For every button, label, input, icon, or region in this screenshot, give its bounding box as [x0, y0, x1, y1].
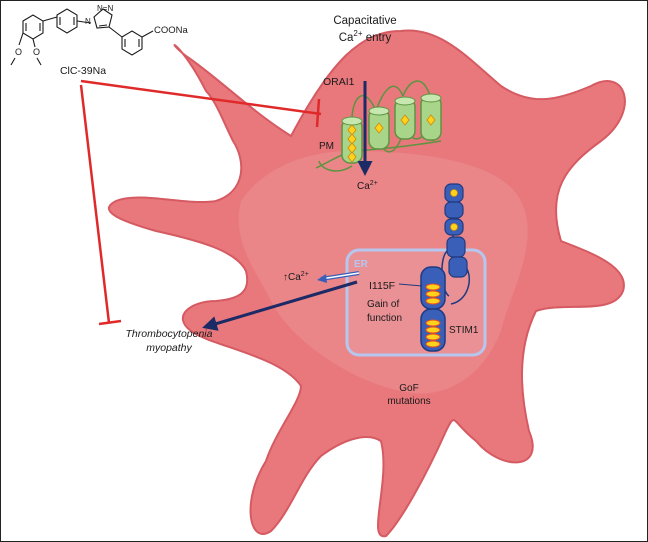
calcium-inflow-label: Ca2+ — [357, 180, 378, 192]
triazole-nn-top: N=N — [97, 4, 113, 13]
inhibition-to-orai1 — [80, 79, 322, 128]
calcium-release-arrow — [317, 271, 360, 283]
phenotype-line2: myopathy — [146, 342, 192, 354]
stim1-calcium-discs — [425, 283, 441, 348]
er-label: ER — [354, 259, 369, 270]
er-compartment — [345, 248, 487, 357]
platelet-cell — [108, 29, 626, 538]
triazole-n-left: N — [85, 17, 91, 26]
carboxylate-label: COONa — [154, 25, 189, 36]
gof-mutations-line2: mutations — [387, 396, 430, 407]
mutation-pointer — [398, 283, 423, 287]
phenotype-line1: Thrombocytopenia — [126, 328, 213, 340]
orai1-diamonds — [347, 114, 436, 163]
stim1-cytosolic-chain — [444, 183, 468, 278]
mutation-label: I115F — [369, 280, 395, 292]
gain-of-function-line1: Gain of — [367, 299, 399, 310]
clc-39na-structure — [10, 8, 154, 66]
gain-of-function-line2: function — [367, 313, 402, 324]
gof-mutations-line1: GoF — [399, 383, 418, 394]
orai1-channel — [341, 93, 442, 164]
compound-name: ClC-39Na — [60, 65, 106, 77]
phenotype-arrow — [202, 280, 358, 331]
stim1-label: STIM1 — [449, 325, 479, 336]
pm-label: PM — [319, 141, 334, 152]
orai1-label: ORAI1 — [323, 76, 355, 88]
calcium-elevated-label: ↑Ca2+ — [283, 271, 309, 283]
methoxy-o-right: O — [33, 47, 40, 57]
methoxy-o-left: O — [15, 47, 22, 57]
inhibition-to-phenotype — [79, 84, 122, 326]
stim1-cytosolic-dots — [450, 189, 458, 231]
entry-title-line1: Capacitative — [333, 15, 396, 27]
entry-title-line2: Ca2+ entry — [339, 29, 392, 44]
